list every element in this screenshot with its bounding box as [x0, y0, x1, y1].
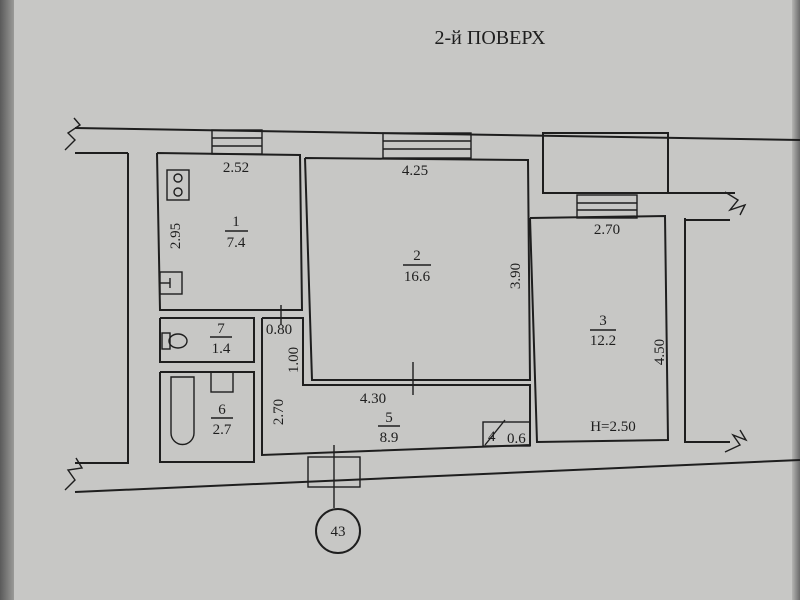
balcony [542, 132, 669, 194]
svg-text:5: 5 [385, 410, 393, 426]
svg-text:7.4: 7.4 [227, 235, 246, 251]
dim-door-width: 0.80 [266, 322, 292, 338]
dim-room2-width: 4.25 [402, 163, 428, 179]
svg-text:4: 4 [488, 429, 496, 445]
room-3-label: 3 12.2 [590, 313, 616, 349]
svg-text:7: 7 [217, 321, 225, 337]
dim-room1-width: 2.52 [223, 160, 249, 176]
dim-room3-width: 2.70 [594, 222, 620, 238]
sink-icon [159, 271, 183, 295]
photo-edge-left [0, 0, 14, 600]
bathtub-icon [170, 371, 234, 446]
svg-text:43: 43 [331, 524, 346, 540]
dim-corridor-length: 4.30 [360, 391, 386, 407]
room-7-label: 7 1.4 [210, 321, 232, 357]
svg-text:12.2: 12.2 [590, 333, 616, 349]
windows [211, 129, 638, 508]
svg-text:3: 3 [599, 313, 607, 329]
svg-text:1.4: 1.4 [212, 341, 231, 357]
stove-icon [166, 169, 190, 201]
dim-corridor-width: 1.00 [286, 347, 302, 373]
dim-bath-length: 2.70 [271, 399, 287, 425]
room-6-label: 6 2.7 [211, 402, 233, 438]
dim-room3-length: 4.50 [652, 339, 668, 365]
dim-room2-length: 3.90 [508, 263, 524, 289]
svg-text:6: 6 [218, 402, 226, 418]
svg-text:16.6: 16.6 [404, 269, 431, 285]
svg-text:8.9: 8.9 [380, 430, 399, 446]
room-5-label: 5 8.9 [378, 410, 400, 446]
room-1-label: 1 7.4 [225, 214, 248, 251]
svg-text:2.7: 2.7 [213, 422, 232, 438]
room-4-label: 4 0.6 [488, 429, 526, 447]
floor-title: 2-й ПОВЕРХ [435, 27, 547, 49]
room-2-label: 2 16.6 [403, 248, 431, 285]
svg-text:1: 1 [232, 214, 240, 230]
photo-edge-right [792, 0, 800, 600]
svg-text:2: 2 [413, 248, 421, 264]
outer-walls [64, 117, 800, 493]
rooms [156, 152, 670, 463]
toilet-icon [161, 332, 188, 350]
dim-room1-length: 2.95 [168, 223, 184, 249]
axis-marker: 43 [315, 508, 361, 554]
ceiling-height: H=2.50 [590, 419, 636, 435]
svg-text:0.6: 0.6 [507, 431, 526, 447]
